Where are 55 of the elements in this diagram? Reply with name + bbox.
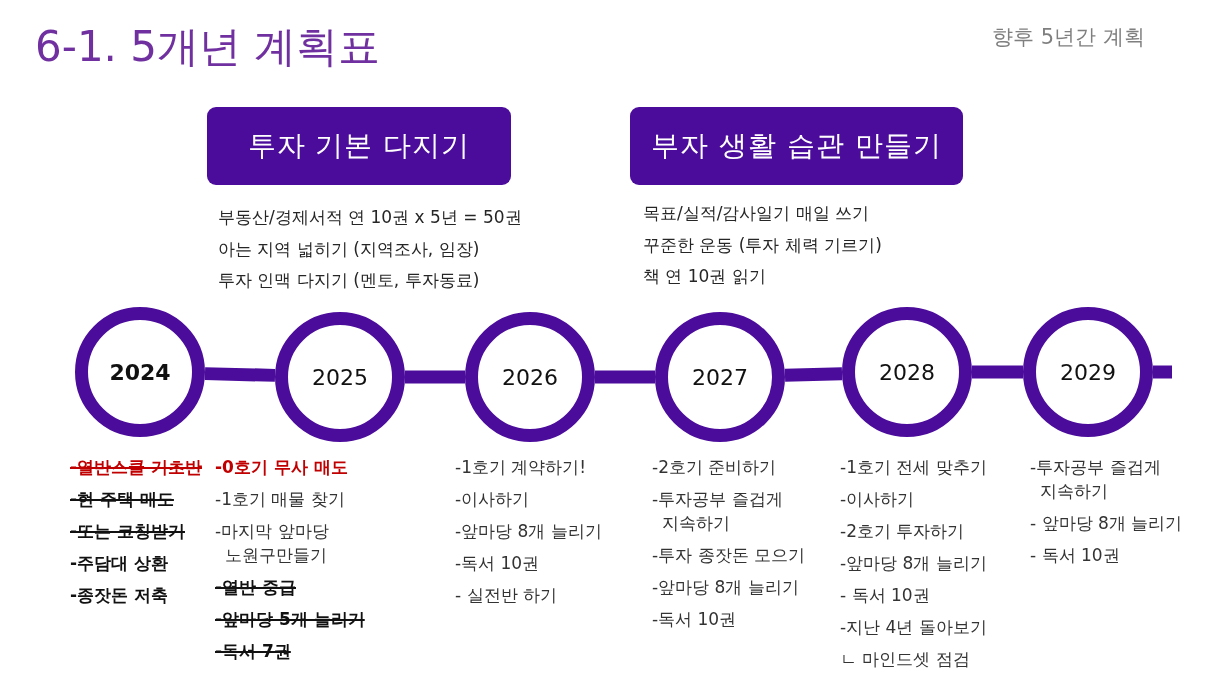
plan-item: -종잣돈 저축 xyxy=(70,584,168,607)
page-title: 6-1. 5개년 계획표 xyxy=(35,22,381,72)
plan-item: -앞마당 8개 늘리기 xyxy=(840,552,987,575)
plan-item: -독서 10권 xyxy=(652,608,737,631)
plan-item: -0호기 무사 매도 xyxy=(215,456,348,479)
subtitle-text: 향후 5년간 계획 xyxy=(992,24,1145,50)
goal-item: 책 연 10권 읽기 xyxy=(643,265,766,287)
plan-item: - 독서 10권 xyxy=(1030,544,1120,567)
plan-item: -독서 10권 xyxy=(455,552,540,575)
goal-item: 목표/실적/감사일기 매일 쓰기 xyxy=(643,202,870,224)
goal-item: 아는 지역 넓히기 (지역조사, 임장) xyxy=(218,237,480,260)
plan-item: -이사하기 xyxy=(455,488,530,511)
timeline-connector xyxy=(405,370,465,384)
timeline-connector xyxy=(595,370,655,384)
goal-item: 투자 인맥 다지기 (멘토, 투자동료) xyxy=(218,269,480,291)
year-label: 2025 xyxy=(312,364,368,390)
plan-item: - 앞마당 8개 늘리기 xyxy=(1030,512,1183,535)
plan-item: -열반 중급 xyxy=(215,576,296,599)
year-label: 2029 xyxy=(1060,359,1116,385)
plan-item: -지난 4년 돌아보기 xyxy=(840,616,987,639)
plan-item: -앞마당 5개 늘리기 xyxy=(215,608,365,631)
plan-item: -1호기 계약하기! xyxy=(455,456,587,479)
plan-item: -앞마당 8개 늘리기 xyxy=(652,576,799,599)
plan-item: -열반스쿨 기초반 xyxy=(70,456,202,479)
plan-item: -2호기 준비하기 xyxy=(652,456,777,479)
goal-item: 부동산/경제서적 연 10권 x 5년 = 50권 xyxy=(218,206,522,228)
year-label: 2028 xyxy=(879,359,935,385)
section-header-box xyxy=(630,107,963,185)
plan-item: -독서 7권 xyxy=(215,640,291,663)
plan-item: -2호기 투자하기 xyxy=(840,520,965,543)
plan-item: ㄴ 마인드셋 점검 xyxy=(840,648,970,671)
timeline-connector xyxy=(784,367,843,382)
plan-item: - 독서 10권 xyxy=(840,584,930,607)
timeline-connector xyxy=(972,365,1023,379)
plan-item: -투자공부 즐겁게 지속하기 xyxy=(1030,456,1162,503)
plan-item: -이사하기 xyxy=(840,488,915,511)
section-title: 투자 기본 다지기 xyxy=(247,128,471,164)
plan-item: -마지막 앞마당 노원구만들기 xyxy=(215,520,330,567)
goal-item: 꾸준한 운동 (투자 체력 기르기) xyxy=(643,233,882,256)
plan-item: -또는 코칭받기 xyxy=(70,520,185,543)
year-label: 2024 xyxy=(109,359,171,385)
plan-item: -투자공부 즐겁게 지속하기 xyxy=(652,488,784,535)
year-label: 2026 xyxy=(502,364,558,390)
plan-item: -투자 종잣돈 모으기 xyxy=(652,544,805,567)
plan-item: -1호기 매물 찾기 xyxy=(215,488,345,511)
section-header-box xyxy=(207,107,511,185)
section-title: 부자 생활 습관 만들기 xyxy=(651,128,942,164)
year-label: 2027 xyxy=(692,364,748,390)
plan-item: -주담대 상환 xyxy=(70,552,168,575)
plan-item: -앞마당 8개 늘리기 xyxy=(455,520,602,543)
plan-item: - 실전반 하기 xyxy=(455,584,557,607)
plan-item: -1호기 전세 맞추기 xyxy=(840,456,987,479)
timeline-connector xyxy=(1153,365,1172,379)
timeline-connector xyxy=(204,367,276,382)
plan-item: -현 주택 매도 xyxy=(70,488,174,511)
